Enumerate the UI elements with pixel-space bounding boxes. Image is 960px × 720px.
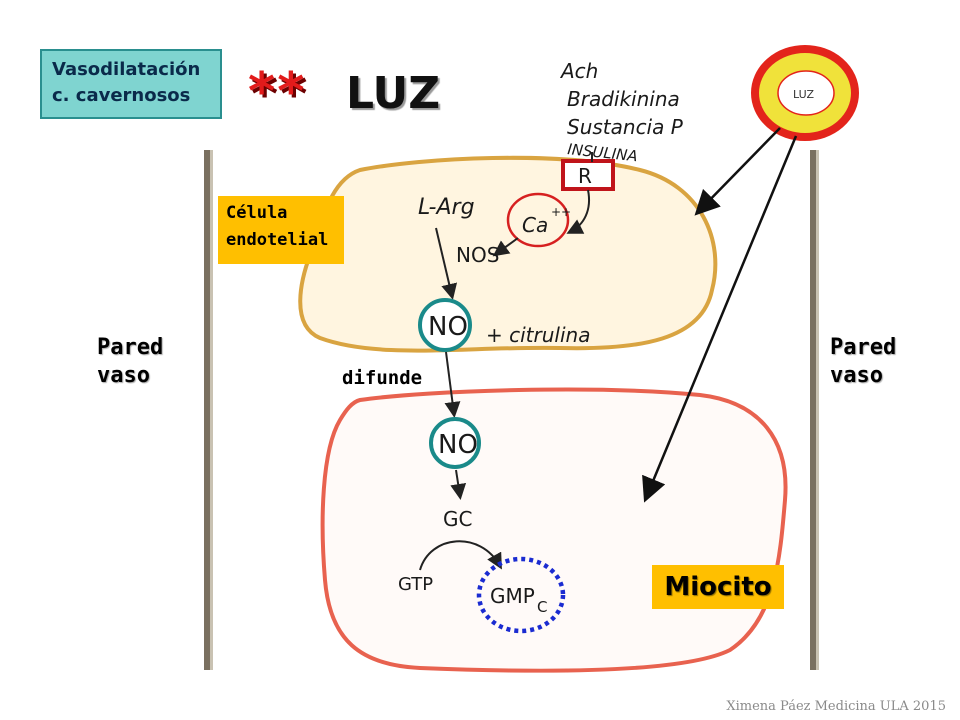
arrow-larg-to-no (435, 227, 458, 300)
calcium-charge: ++ (551, 205, 571, 219)
luz-circle-label: LUZ (793, 88, 814, 101)
agonist-ach: Ach (559, 59, 598, 83)
luz-title: LUZ (346, 68, 441, 119)
emphasis-stars: ** (248, 62, 307, 122)
nos-label: NOS (456, 243, 499, 267)
pared-right-line-2: vaso (830, 363, 883, 388)
gc-label: GC (443, 507, 472, 531)
celula-line-1: Célula (226, 203, 288, 223)
title-line-1: Vasodilatación (52, 59, 201, 80)
receptor-label: R (578, 164, 592, 188)
no-circle-endothelium (418, 298, 472, 352)
arrow-gtp-to-gmpc (419, 540, 502, 571)
no-label-myocyte: NO (438, 430, 478, 460)
vessel-wall-right (810, 150, 819, 670)
celula-endotelial-label: Célula endotelial (218, 196, 344, 264)
calcium-label: Ca (522, 213, 548, 237)
celula-line-2: endotelial (226, 230, 329, 250)
gtp-label: GTP (398, 574, 433, 595)
pared-vaso-right: Pared vaso (830, 334, 896, 390)
no-circle-myocyte (429, 417, 481, 469)
luz-vessel-icon (751, 45, 859, 141)
receptor-box (561, 159, 615, 191)
arrow-no-diffusion (444, 351, 461, 418)
citrulina-label: + citrulina (486, 323, 590, 347)
pared-left-line-2: vaso (97, 363, 150, 388)
arrow-ca-to-nos (492, 237, 519, 257)
pared-left-line-1: Pared (97, 335, 164, 360)
no-label-endothelium: NO (428, 312, 468, 342)
arrow-luz-to-myocyte (642, 135, 798, 503)
gmpc-label: GMP (490, 584, 535, 608)
credit-text: Ximena Páez Medicina ULA 2015 (726, 699, 946, 714)
difunde-label: difunde (342, 367, 423, 389)
pared-right-line-1: Pared (830, 335, 897, 360)
endothelial-cell (298, 155, 718, 353)
gmpc-circle (476, 556, 566, 634)
arrow-luz-to-endothelium (694, 127, 781, 216)
title-box: Vasodilatación c. cavernosos (40, 49, 222, 119)
vessel-wall-left (204, 150, 213, 670)
gmpc-subscript: C (537, 598, 547, 616)
arrow-receptor-to-ca (566, 189, 590, 234)
title-line-2: c. cavernosos (52, 85, 191, 106)
agonist-sustancia-p: Sustancia P (567, 115, 684, 139)
arrow-no-to-gc (450, 469, 467, 500)
pared-vaso-left: Pared vaso (97, 334, 163, 390)
l-arg-label: L-Arg (418, 195, 475, 220)
miocito-label: Miocito (652, 565, 784, 609)
myocyte-cell (320, 387, 788, 673)
agonist-bradikinina: Bradikinina (567, 87, 680, 111)
